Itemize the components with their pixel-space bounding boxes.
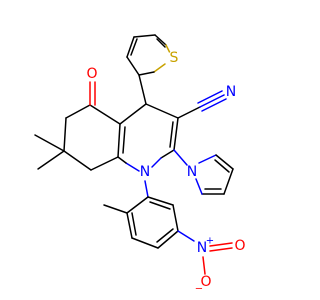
bond: [223, 168, 234, 195]
bond: [131, 237, 159, 249]
bond: [177, 106, 201, 119]
bond: [117, 156, 127, 164]
nitro-group: N + O O −: [177, 230, 246, 295]
bond: [201, 98, 227, 112]
bond: [173, 117, 179, 151]
nitro-oxygen-bottom-label: O: [200, 274, 211, 290]
bond: [126, 56, 140, 76]
bond: [160, 149, 175, 159]
bond: [37, 150, 65, 170]
bond: [156, 38, 166, 48]
bond: [151, 157, 162, 168]
molecule-structure-diagram: S N O: [34, 34, 246, 295]
bond: [154, 34, 167, 46]
bond: [173, 149, 188, 166]
bond: [172, 204, 179, 232]
bond: [149, 201, 171, 210]
bond: [145, 103, 179, 119]
sulfur-label: S: [170, 50, 179, 66]
bond: [34, 134, 65, 152]
ring-nitrogen-label: N: [140, 164, 150, 180]
bond: [138, 74, 147, 105]
bond: [126, 212, 133, 239]
pyrrole-nitrogen-label: N: [187, 164, 197, 180]
bond: [157, 230, 179, 249]
bond: [198, 154, 217, 164]
bond: [197, 90, 223, 104]
bond: [65, 104, 91, 119]
dihydropyridine-ring: [117, 103, 179, 172]
bond: [117, 123, 121, 158]
bond: [165, 44, 171, 54]
atom-background: [167, 51, 181, 65]
nitrile-nitrogen-label: N: [226, 84, 236, 100]
bond: [215, 154, 234, 170]
nitrile-group: N: [177, 84, 236, 119]
bond: [202, 256, 206, 275]
bond: [126, 36, 135, 58]
nitro-oxygen-top-label: O: [234, 238, 245, 254]
pyrrole-ring: N: [173, 149, 234, 195]
bond: [125, 162, 140, 172]
bond: [214, 159, 230, 173]
bond: [177, 230, 195, 242]
ring-nitrogen-atom: N: [140, 164, 150, 180]
bond: [119, 103, 147, 125]
nitrotolyl-ring: [126, 196, 179, 249]
nitro-nitrogen-label: N: [197, 240, 207, 256]
bond: [138, 71, 155, 76]
cyclohexenone-ring: [63, 104, 121, 171]
nitro-negative-charge: −: [195, 284, 203, 295]
bond: [63, 117, 67, 152]
bond: [122, 126, 126, 154]
bond: [144, 180, 149, 198]
bond: [63, 150, 92, 171]
bond: [153, 63, 166, 73]
bond: [156, 228, 174, 243]
sulfur-atom: S: [167, 50, 181, 66]
bond: [195, 178, 203, 195]
bond: [103, 204, 128, 214]
bond: [90, 156, 119, 171]
bond: [209, 247, 233, 252]
bond: [209, 242, 233, 247]
bond: [199, 94, 225, 108]
bond: [133, 34, 156, 38]
bond: [126, 196, 149, 214]
bond: [147, 196, 174, 206]
ketone-oxygen-label: O: [86, 66, 97, 82]
nitro-positive-charge: +: [206, 236, 214, 247]
bond: [131, 212, 137, 236]
bond: [169, 121, 174, 148]
bond: [89, 104, 121, 125]
ketone-group: O: [86, 66, 98, 106]
gem-dimethyl-group: [34, 134, 65, 170]
bond: [130, 38, 138, 56]
thiophene-ring: [126, 34, 171, 76]
